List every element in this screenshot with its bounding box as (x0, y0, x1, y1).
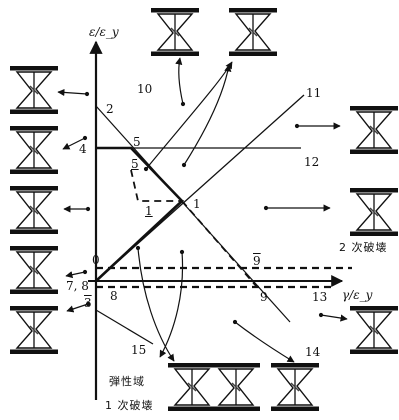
label-4: 4 (79, 142, 87, 156)
label-1: 1 (193, 197, 201, 211)
leader-top-right-a (145, 61, 233, 170)
specimen-icon-right-2 (350, 188, 398, 236)
y-axis-label: ε/ε_y (89, 25, 119, 39)
leader-bottom-2 (159, 251, 184, 358)
region-elastic: 弾性域 (109, 375, 145, 388)
label-7-8: 7, 8 (66, 279, 89, 293)
label-9: 9 (260, 290, 268, 304)
dot-left-1 (84, 91, 90, 97)
specimen-icon-bottom-1 (168, 363, 216, 411)
dashed-boundaries (95, 169, 352, 289)
label-5: 5 (133, 135, 141, 149)
specimen-icon-bottom-3 (271, 363, 319, 411)
leader-lines (57, 57, 348, 363)
specimen-icon-right-1 (350, 106, 398, 154)
dot-right-3 (318, 312, 324, 318)
dot-bottom-1 (135, 245, 141, 251)
label-1-under: 1 (145, 204, 153, 218)
specimen-icon-left-4 (10, 246, 58, 294)
specimen-icon-left-5 (10, 306, 58, 354)
specimen-icon-top-2 (229, 8, 277, 56)
label-3-over: 3 (84, 296, 92, 310)
dot-left-4 (82, 269, 88, 275)
label-8: 8 (110, 289, 118, 303)
specimen-icon-right-3 (350, 306, 398, 354)
label-10: 10 (137, 82, 153, 96)
label-11: 11 (306, 86, 322, 100)
label-15: 15 (131, 343, 147, 357)
boundary-lines (95, 94, 305, 345)
leader-bottom-3 (234, 321, 295, 363)
x-axis-label: γ/ε_y (342, 288, 373, 302)
leader-left-4 (65, 271, 86, 279)
dot-top (180, 101, 186, 107)
axes (88, 40, 344, 400)
specimen-icon-left-1 (10, 66, 58, 114)
region-first-failure: 1 次破壊 (105, 399, 154, 412)
leader-top-right-b (183, 64, 232, 166)
dot-inner-b (181, 162, 187, 168)
specimen-icon-left-2 (10, 126, 58, 174)
label-5-under: 5 (131, 157, 139, 171)
dot-bottom-3 (232, 319, 238, 325)
dot-inner-a (143, 166, 149, 172)
dash-inner (95, 169, 185, 282)
specimen-icons (10, 8, 398, 411)
dot-left-2 (82, 135, 88, 141)
leader-dots (82, 91, 324, 325)
leader-left-2 (62, 137, 86, 150)
label-9-over: 9 (253, 254, 261, 268)
label-13: 13 (312, 290, 328, 304)
label-12: 12 (304, 155, 320, 169)
specimen-icon-left-3 (10, 186, 58, 234)
specimen-icon-top-1 (151, 8, 199, 56)
leader-top-left (175, 57, 184, 105)
leader-right-3 (320, 314, 348, 322)
dot-left-5 (85, 301, 91, 307)
label-0: 0 (92, 253, 100, 267)
elastic-boundary-upper (96, 146, 183, 202)
dot-right-1 (294, 123, 300, 129)
region-second-failure: 2 次破壊 (339, 241, 388, 254)
label-2: 2 (106, 102, 114, 116)
line-to-15 (95, 309, 154, 345)
dot-bottom-2 (179, 249, 185, 255)
leader-bottom-1 (137, 247, 175, 362)
leader-left-5 (66, 303, 89, 313)
label-14: 14 (305, 345, 321, 359)
specimen-icon-bottom-2 (212, 363, 260, 411)
dot-right-2 (263, 205, 269, 211)
leader-left-1 (57, 88, 88, 97)
dot-left-3 (85, 206, 91, 212)
